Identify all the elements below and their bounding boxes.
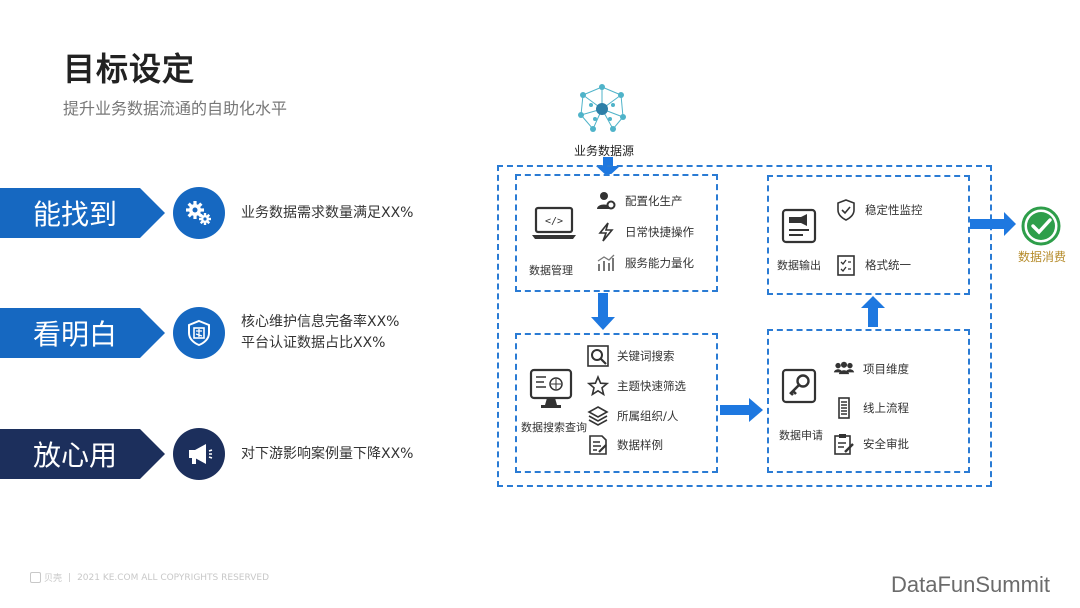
footer-divider: | <box>68 572 72 583</box>
user-gear-icon <box>595 190 617 212</box>
manage-item-quick: 日常快捷操作 <box>595 221 694 243</box>
page-title: 目标设定 <box>63 50 196 88</box>
monitor-search-icon <box>529 367 573 409</box>
gears-icon <box>173 187 225 239</box>
arrow-output-right <box>970 219 1005 229</box>
arrow-head <box>596 166 620 177</box>
arrow-manage-down <box>598 293 608 318</box>
goal-tag-understand: 看明白 <box>0 308 165 358</box>
search-item-keyword: 关键词搜索 <box>587 345 675 367</box>
group-icon <box>833 358 855 380</box>
manage-item-config: 配置化生产 <box>595 190 683 212</box>
item-label: 线上流程 <box>863 401 909 415</box>
box-label: 数据输出 <box>777 259 821 272</box>
goal-tag-find: 能找到 <box>0 188 165 238</box>
item-label: 主题快速筛选 <box>617 379 686 393</box>
arrow-source-down <box>603 157 613 167</box>
output-item-stability: 稳定性监控 <box>835 199 923 221</box>
key-icon <box>779 367 819 405</box>
footer-copyright: 贝壳 | 2021 KE.COM ALL COPYRIGHTS RESERVED <box>30 571 269 584</box>
bar-trend-icon <box>595 252 617 274</box>
goal-text-line: 核心维护信息完备率XX% <box>241 314 400 330</box>
network-brain-icon <box>572 80 632 138</box>
search-item-topic: 主题快速筛选 <box>587 375 686 397</box>
manage-item-quantify: 服务能力量化 <box>595 252 694 274</box>
item-label: 配置化生产 <box>625 194 683 208</box>
output-item-format: 格式统一 <box>835 254 911 276</box>
item-label: 日常快捷操作 <box>625 225 694 239</box>
data-output-box: 数据输出 稳定性监控 格式统一 <box>767 175 970 295</box>
star-icon <box>587 375 609 397</box>
item-label: 关键词搜索 <box>617 349 675 363</box>
check-circle-icon <box>1020 205 1062 247</box>
data-search-box: 数据搜索查询 关键词搜索 主题快速筛选 所属组织/人 数据样例 <box>515 333 718 473</box>
search-item-sample: 数据样例 <box>587 434 663 456</box>
item-label: 数据样例 <box>617 438 663 452</box>
megaphone-icon <box>173 428 225 480</box>
source-label: 业务数据源 <box>574 144 635 158</box>
svg-text:</>: </> <box>545 216 563 227</box>
item-label: 稳定性监控 <box>865 203 923 217</box>
data-apply-box: 数据申请 项目维度 线上流程 安全审批 <box>767 329 970 473</box>
brand-name: 贝壳 <box>44 574 63 584</box>
copyright-text: 2021 KE.COM ALL COPYRIGHTS RESERVED <box>77 572 270 583</box>
goal-tag-trust: 放心用 <box>0 429 165 479</box>
goal-text-line: 平台认证数据占比XX% <box>241 335 386 351</box>
clipboard-pen-icon <box>833 433 855 455</box>
export-doc-icon <box>779 207 819 245</box>
laptop-code-icon: </> <box>529 204 579 242</box>
goal-row-find: 能找到 业务数据需求数量 <box>0 187 540 239</box>
goal-row-understand: 看明白 核心维护信息完备率XX% 平台认证数据占比XX% <box>0 307 540 359</box>
data-manage-box: </> 数据管理 配置化生产 日常快捷操作 服务能力量化 <box>515 174 718 292</box>
goal-row-trust: 放心用 对下游影响案例量下降XX% <box>0 428 540 480</box>
apply-item-online: 线上流程 <box>833 397 909 419</box>
arrow-head <box>861 296 885 308</box>
arrow-search-right <box>720 405 750 415</box>
box-label: 数据管理 <box>529 264 573 277</box>
apply-item-project: 项目维度 <box>833 358 909 380</box>
arrow-head <box>591 317 615 330</box>
item-label: 所属组织/人 <box>617 409 679 423</box>
page-subtitle: 提升业务数据流通的自助化水平 <box>63 99 288 118</box>
apply-item-approval: 安全审批 <box>833 433 909 455</box>
brand-logo-icon <box>30 572 41 583</box>
server-stack-icon <box>833 397 855 419</box>
search-box-icon <box>587 345 609 367</box>
search-item-org: 所属组织/人 <box>587 405 678 427</box>
arrow-head <box>749 398 763 422</box>
item-label: 服务能力量化 <box>625 256 694 270</box>
box-label: 数据搜索查询 <box>521 421 587 434</box>
item-label: 项目维度 <box>863 362 909 376</box>
goal-text-trust: 对下游影响案例量下降XX% <box>241 446 414 462</box>
summit-logo: DataFunSummit <box>891 572 1050 597</box>
platform-frame <box>497 165 992 487</box>
arrow-head <box>1004 212 1016 236</box>
item-label: 格式统一 <box>865 258 911 272</box>
arrow-apply-up <box>868 307 878 327</box>
layers-icon <box>587 405 609 427</box>
document-edit-icon <box>587 434 609 456</box>
lightning-icon <box>595 221 617 243</box>
item-label: 安全审批 <box>863 437 909 451</box>
shield-badge-icon <box>173 307 225 359</box>
consume-label: 数据消费 <box>1018 250 1067 264</box>
shield-check-icon <box>835 199 857 221</box>
box-label: 数据申请 <box>779 429 823 442</box>
checklist-icon <box>835 254 857 276</box>
goal-text-find: 业务数据需求数量满足XX% <box>241 205 414 221</box>
goal-text-understand: 核心维护信息完备率XX% 平台认证数据占比XX% <box>241 312 399 354</box>
